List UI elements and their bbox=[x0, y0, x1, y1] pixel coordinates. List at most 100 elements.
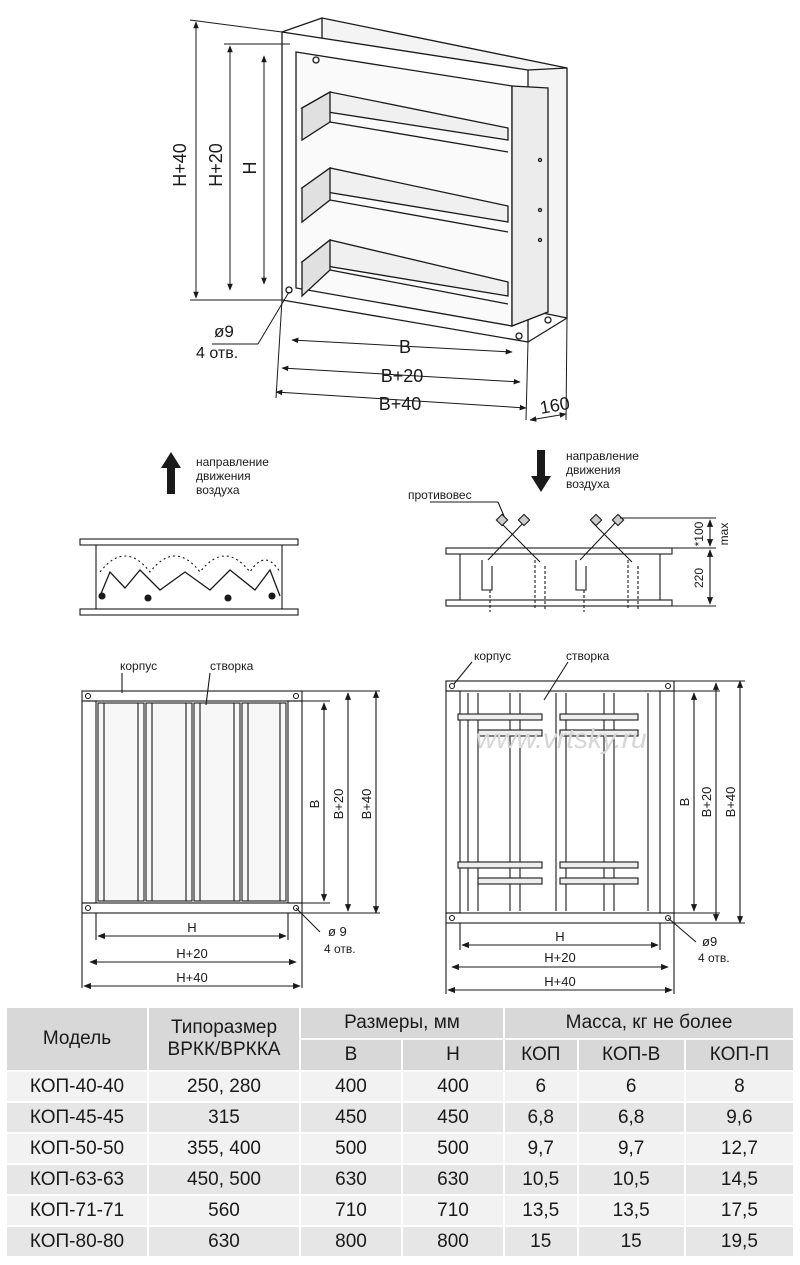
cell-kop-p: 9,6 bbox=[683, 1101, 796, 1134]
hole-count-label: 4 отв. bbox=[196, 345, 238, 362]
cell-h: 630 bbox=[401, 1163, 505, 1196]
header-h: Н bbox=[401, 1038, 505, 1072]
cell-kop-v: 13,5 bbox=[576, 1194, 686, 1227]
cell-kop-p: 14,5 bbox=[683, 1163, 796, 1196]
airflow-down-line2: движения bbox=[566, 463, 621, 477]
left-hole-dia: ø 9 bbox=[328, 924, 347, 939]
cell-type-size: 355, 400 bbox=[147, 1132, 301, 1165]
table-row: КОП-50-50 355, 400 500 500 9,7 9,7 12,7 bbox=[5, 1132, 796, 1165]
airflow-up-arrow-icon bbox=[161, 452, 181, 494]
technical-drawings: H+40 H+20 H B B+20 B+40 160 ø9 4 отв. на… bbox=[79, 17, 745, 994]
cell-kop: 9,7 bbox=[503, 1132, 579, 1165]
cell-h: 800 bbox=[401, 1225, 505, 1258]
right-dim-b20: B+20 bbox=[699, 787, 714, 818]
dim-100-label: *100 bbox=[692, 521, 706, 546]
header-kop-p: КОП-П bbox=[683, 1038, 796, 1072]
header-type-size-line1: Типоразмер bbox=[170, 1017, 278, 1038]
left-dim-b40: B+40 bbox=[359, 789, 374, 820]
table-row: КОП-40-40 250, 280 400 400 6 6 8 bbox=[5, 1070, 796, 1103]
cell-b: 800 bbox=[299, 1225, 403, 1258]
hole-dia-label: ø9 bbox=[214, 322, 234, 341]
cell-type-size: 315 bbox=[147, 1101, 301, 1134]
header-b: В bbox=[299, 1038, 403, 1072]
cell-kop: 6 bbox=[503, 1070, 579, 1103]
airflow-up-line2: движения bbox=[196, 469, 251, 483]
cell-kop-v: 6 bbox=[576, 1070, 686, 1103]
cell-type-size: 630 bbox=[147, 1225, 301, 1258]
side-view-left bbox=[79, 538, 299, 616]
table-row: КОП-80-80 630 800 800 15 15 19,5 bbox=[5, 1225, 796, 1258]
cell-type-size: 560 bbox=[147, 1194, 301, 1227]
dim-h-label: H bbox=[240, 162, 260, 175]
left-hole-count: 4 отв. bbox=[324, 942, 356, 956]
cell-h: 450 bbox=[401, 1101, 505, 1134]
cell-kop: 10,5 bbox=[503, 1163, 579, 1196]
dim-h40-label: H+40 bbox=[170, 143, 190, 187]
header-type-size: Типоразмер ВРКК/ВРККА bbox=[147, 1006, 301, 1072]
left-dim-h40: H+40 bbox=[176, 970, 207, 985]
cell-b: 450 bbox=[299, 1101, 403, 1134]
dim-b40-label: B+40 bbox=[379, 394, 422, 414]
right-dim-b: B bbox=[677, 798, 692, 807]
right-dim-h20: H+20 bbox=[544, 950, 575, 965]
right-dim-h: H bbox=[555, 929, 564, 944]
right-body-label: корпус bbox=[474, 649, 511, 663]
header-kop-v: КОП-В bbox=[576, 1038, 686, 1072]
airflow-down-line1: направление bbox=[566, 449, 639, 463]
left-dim-b20: B+20 bbox=[331, 789, 346, 820]
cell-kop-v: 9,7 bbox=[576, 1132, 686, 1165]
cell-kop: 13,5 bbox=[503, 1194, 579, 1227]
cell-kop-p: 19,5 bbox=[683, 1225, 796, 1258]
cell-h: 710 bbox=[401, 1194, 505, 1227]
spec-table: Модель Типоразмер ВРКК/ВРККА Размеры, мм… bbox=[5, 1006, 796, 1258]
cell-model: КОП-80-80 bbox=[5, 1225, 149, 1258]
airflow-down-arrow-icon bbox=[531, 450, 551, 492]
cell-type-size: 450, 500 bbox=[147, 1163, 301, 1196]
table-row: КОП-63-63 450, 500 630 630 10,5 10,5 14,… bbox=[5, 1163, 796, 1196]
cell-model: КОП-63-63 bbox=[5, 1163, 149, 1196]
dim-b20-label: B+20 bbox=[381, 366, 424, 386]
cell-b: 630 bbox=[299, 1163, 403, 1196]
cell-kop-p: 8 bbox=[683, 1070, 796, 1103]
right-hole-count: 4 отв. bbox=[698, 951, 730, 965]
dim-h20-label: H+20 bbox=[206, 143, 226, 187]
dim-max-label: max bbox=[717, 523, 731, 546]
isometric-view bbox=[281, 17, 568, 343]
left-blade-label: створка bbox=[210, 659, 254, 673]
dim-220-label: 220 bbox=[692, 568, 706, 588]
header-model: Модель bbox=[5, 1006, 149, 1072]
cell-model: КОП-40-40 bbox=[5, 1070, 149, 1103]
cell-b: 710 bbox=[299, 1194, 403, 1227]
cell-model: КОП-50-50 bbox=[5, 1132, 149, 1165]
cell-type-size: 250, 280 bbox=[147, 1070, 301, 1103]
counterweight-label: противовес bbox=[408, 488, 472, 502]
dim-b-label: B bbox=[399, 337, 411, 357]
right-blade-label: створка bbox=[566, 649, 610, 663]
right-hole-dia: ø9 bbox=[702, 934, 717, 949]
front-view-left bbox=[81, 672, 380, 990]
watermark: www.vrtsky.ru bbox=[476, 723, 647, 754]
cell-kop: 15 bbox=[503, 1225, 579, 1258]
left-dim-b: B bbox=[307, 800, 322, 809]
header-dimensions: Размеры, мм bbox=[299, 1006, 505, 1040]
cell-b: 400 bbox=[299, 1070, 403, 1103]
louver-blades bbox=[300, 90, 509, 305]
right-dim-b40: B+40 bbox=[723, 787, 738, 818]
cell-h: 400 bbox=[401, 1070, 505, 1103]
header-mass: Масса, кг не более bbox=[503, 1006, 795, 1040]
cell-kop-v: 6,8 bbox=[576, 1101, 686, 1134]
left-body-label: корпус bbox=[120, 659, 157, 673]
cell-kop-p: 17,5 bbox=[683, 1194, 796, 1227]
right-dim-h40: H+40 bbox=[544, 974, 575, 989]
side-view-right bbox=[430, 501, 716, 612]
cell-model: КОП-71-71 bbox=[5, 1194, 149, 1227]
left-dim-h20: H+20 bbox=[176, 946, 207, 961]
cell-b: 500 bbox=[299, 1132, 403, 1165]
cell-kop: 6,8 bbox=[503, 1101, 579, 1134]
left-dim-h: H bbox=[187, 920, 196, 935]
header-type-size-line2: ВРКК/ВРККА bbox=[167, 1039, 281, 1060]
table-header: Модель Типоразмер ВРКК/ВРККА Размеры, мм… bbox=[5, 1006, 796, 1072]
header-kop: КОП bbox=[503, 1038, 579, 1072]
cell-kop-p: 12,7 bbox=[683, 1132, 796, 1165]
table-row: КОП-45-45 315 450 450 6,8 6,8 9,6 bbox=[5, 1101, 796, 1134]
